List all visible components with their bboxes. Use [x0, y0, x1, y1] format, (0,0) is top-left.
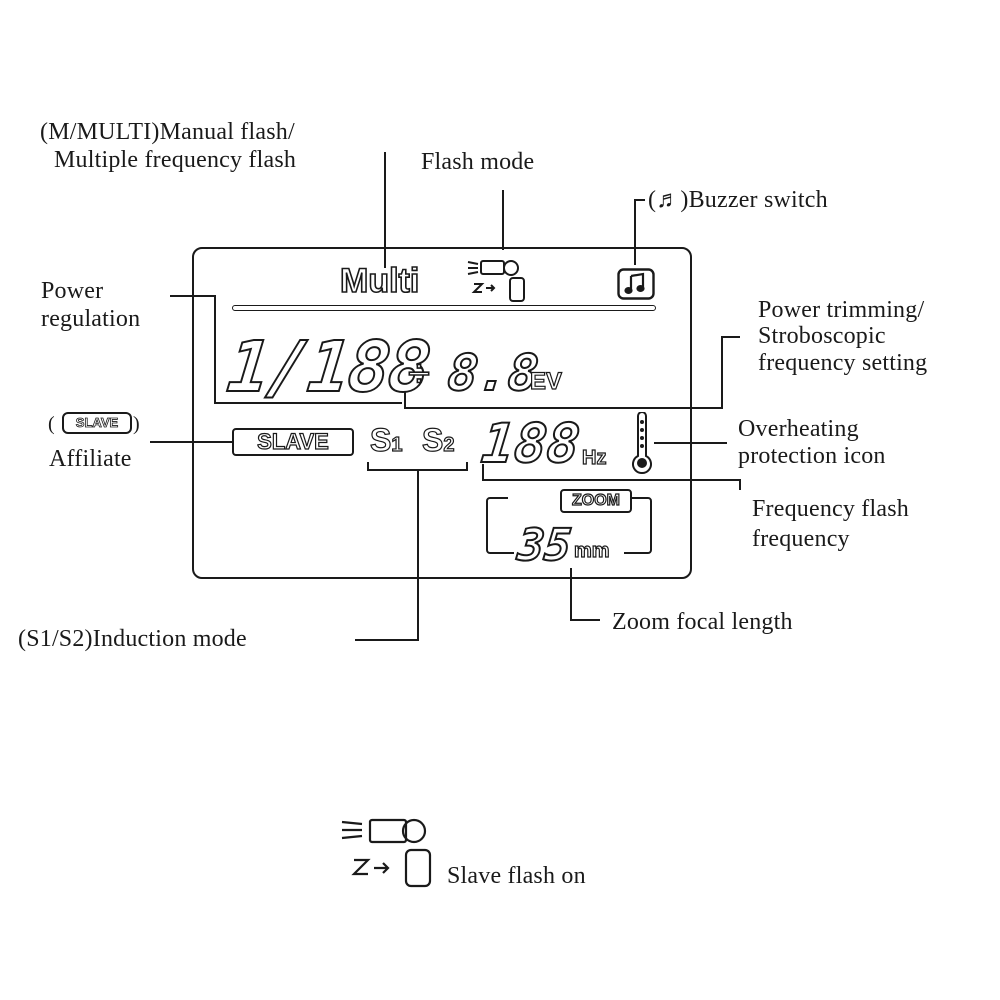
lcd-zoom-label: ZOOM — [560, 489, 632, 513]
label-power-trimming: Power trimming/ Stroboscopic frequency s… — [758, 296, 927, 378]
lcd-zoom-value: 35 — [514, 519, 574, 572]
label-frequency-flash-line2: frequency — [752, 526, 850, 552]
label-manual-flash-line1: (M/MULTI)Manual flash/ — [40, 119, 295, 145]
label-manual-flash-line2: Multiple frequency flash — [54, 147, 297, 173]
label-overheating-line2: protection icon — [738, 443, 886, 469]
label-affiliate-paren-open: ( — [48, 413, 55, 435]
lcd-freq-unit: Hz — [581, 446, 607, 469]
lcd-freq-value: 188 — [478, 411, 584, 476]
label-overheating: Overheating protection icon — [738, 416, 886, 470]
lcd-s2-sub: 2 — [443, 433, 455, 456]
label-power-trimming-line1: Power trimming/ — [758, 297, 925, 323]
label-frequency-flash: Frequency flash frequency — [752, 494, 909, 554]
label-overheating-line1: Overheating — [738, 416, 859, 442]
lcd-panel — [192, 247, 692, 579]
label-affiliate: Affiliate — [49, 446, 132, 472]
lcd-scale-bar — [232, 305, 656, 311]
label-power-regulation: Power regulation — [41, 277, 140, 333]
label-power-regulation-line1: Power — [41, 278, 104, 304]
lcd-s1-letter: S — [369, 421, 392, 458]
label-power-trimming-line2: Stroboscopic — [758, 323, 886, 349]
slave-flash-icon — [341, 818, 432, 888]
label-buzzer-switch: (♬)Buzzer switch — [648, 187, 828, 213]
lcd-ev-unit: EV — [529, 367, 563, 395]
lcd-ev-sign: ÷ — [407, 351, 431, 397]
flash-mode-icon — [467, 260, 525, 302]
lcd-ev-value: 8.8 — [444, 343, 542, 403]
label-frequency-flash-line1: Frequency flash — [752, 496, 909, 522]
lcd-power-value: 1/188 — [223, 325, 434, 409]
label-affiliate-badge: SLAVE — [62, 412, 132, 434]
label-zoom-focal-length: Zoom focal length — [612, 609, 793, 635]
lcd-s1-sub: 1 — [391, 433, 403, 456]
label-power-trimming-line3: frequency setting — [758, 350, 928, 376]
thermometer-icon — [632, 412, 652, 475]
lcd-s1: S1 — [369, 421, 403, 459]
label-affiliate-paren-close: ) — [133, 413, 140, 435]
zoom-bracket — [486, 497, 652, 554]
buzzer-icon — [617, 268, 655, 300]
lcd-zoom-unit: mm — [573, 539, 610, 562]
lcd-s2-letter: S — [421, 421, 444, 458]
label-induction-mode: (S1/S2)Induction mode — [18, 626, 247, 652]
lcd-slave-badge: SLAVE — [232, 428, 354, 456]
lcd-s2: S2 — [421, 421, 455, 459]
label-manual-flash: (M/MULTI)Manual flash/ Multiple frequenc… — [40, 118, 296, 174]
label-flash-mode: Flash mode — [421, 149, 535, 175]
lcd-mode-text: Multi — [339, 261, 420, 301]
label-power-regulation-line2: regulation — [41, 306, 141, 332]
label-slave-flash-on: Slave flash on — [447, 863, 586, 889]
